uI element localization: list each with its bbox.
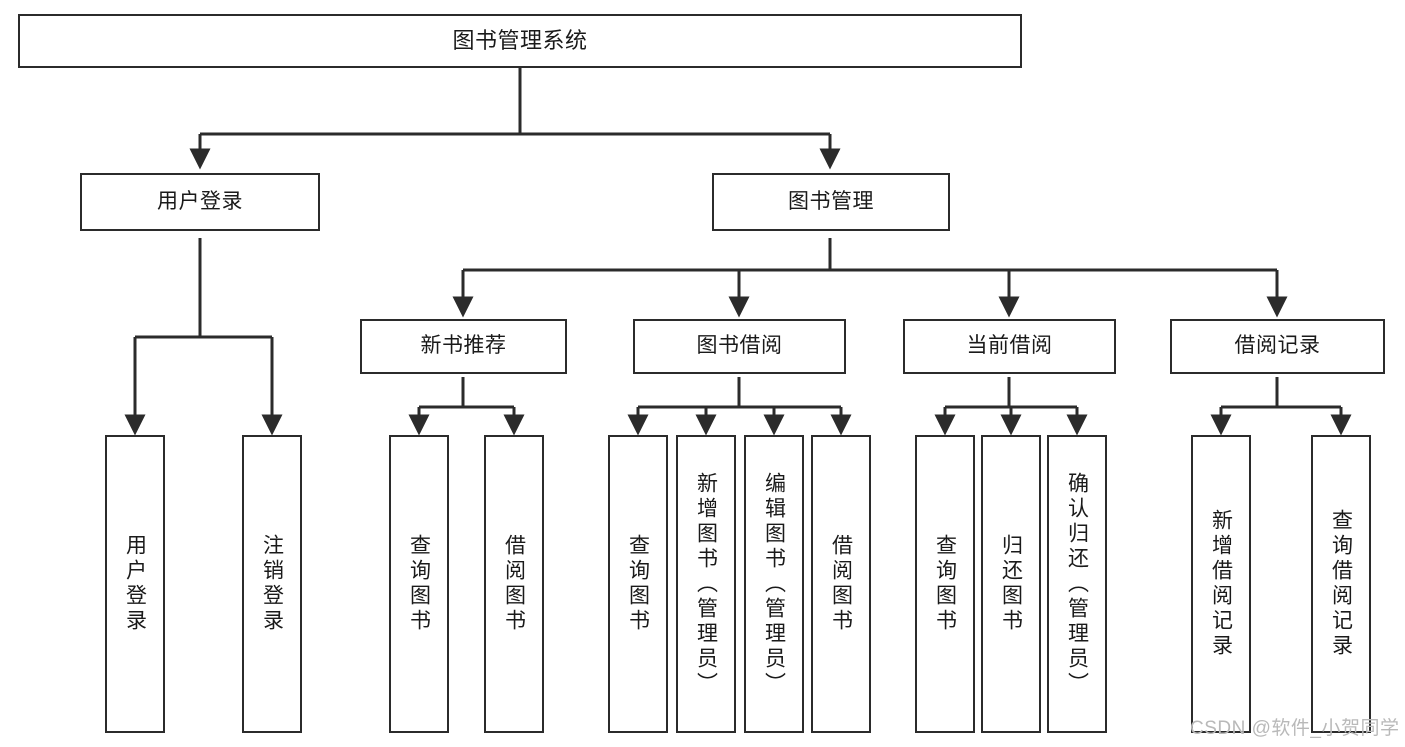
- node-label: 注销登录: [260, 534, 284, 634]
- node-borrow-record[interactable]: 借阅记录: [1170, 319, 1385, 374]
- leaf-borrow-book-recommend[interactable]: 借阅图书: [484, 435, 544, 733]
- node-label: 新增借阅记录: [1209, 509, 1233, 659]
- leaf-query-borrow-record[interactable]: 查询借阅记录: [1311, 435, 1371, 733]
- node-label: 查询图书: [933, 534, 957, 634]
- node-book-management[interactable]: 图书管理: [712, 173, 950, 231]
- node-label: 归还图书: [999, 534, 1023, 634]
- leaf-borrow-book[interactable]: 借阅图书: [811, 435, 871, 733]
- node-label: 借阅图书: [502, 534, 526, 634]
- node-label: 查询借阅记录: [1329, 509, 1353, 659]
- leaf-query-book-borrow[interactable]: 查询图书: [608, 435, 668, 733]
- leaf-confirm-return-admin[interactable]: 确认归还（管理员）: [1047, 435, 1107, 733]
- node-label: 图书管理: [788, 189, 874, 213]
- node-label: 编辑图书（管理员）: [762, 471, 786, 697]
- node-label: 新增图书（管理员）: [694, 471, 718, 697]
- node-current-borrow[interactable]: 当前借阅: [903, 319, 1116, 374]
- node-label: 查询图书: [407, 534, 431, 634]
- node-label: 查询图书: [626, 534, 650, 634]
- node-root-book-management-system[interactable]: 图书管理系统: [18, 14, 1022, 68]
- node-user-login[interactable]: 用户登录: [80, 173, 320, 231]
- leaf-user-login[interactable]: 用户登录: [105, 435, 165, 733]
- node-book-borrow[interactable]: 图书借阅: [633, 319, 846, 374]
- node-label: 图书借阅: [696, 334, 783, 358]
- leaf-edit-book-admin[interactable]: 编辑图书（管理员）: [744, 435, 804, 733]
- watermark-text: CSDN @软件_小贺同学: [1190, 718, 1400, 739]
- node-label: 图书管理系统: [452, 28, 588, 54]
- node-new-book-recommend[interactable]: 新书推荐: [360, 319, 567, 374]
- node-label: 用户登录: [157, 189, 243, 213]
- node-label: 当前借阅: [966, 334, 1053, 358]
- node-label: 借阅图书: [829, 534, 853, 634]
- leaf-add-book-admin[interactable]: 新增图书（管理员）: [676, 435, 736, 733]
- leaf-add-borrow-record[interactable]: 新增借阅记录: [1191, 435, 1251, 733]
- node-label: 新书推荐: [420, 334, 507, 358]
- leaf-return-book[interactable]: 归还图书: [981, 435, 1041, 733]
- leaf-query-book-current[interactable]: 查询图书: [915, 435, 975, 733]
- leaf-query-book-recommend[interactable]: 查询图书: [389, 435, 449, 733]
- leaf-logout-login[interactable]: 注销登录: [242, 435, 302, 733]
- node-label: 借阅记录: [1234, 334, 1321, 358]
- node-label: 确认归还（管理员）: [1065, 471, 1089, 697]
- node-label: 用户登录: [123, 534, 147, 634]
